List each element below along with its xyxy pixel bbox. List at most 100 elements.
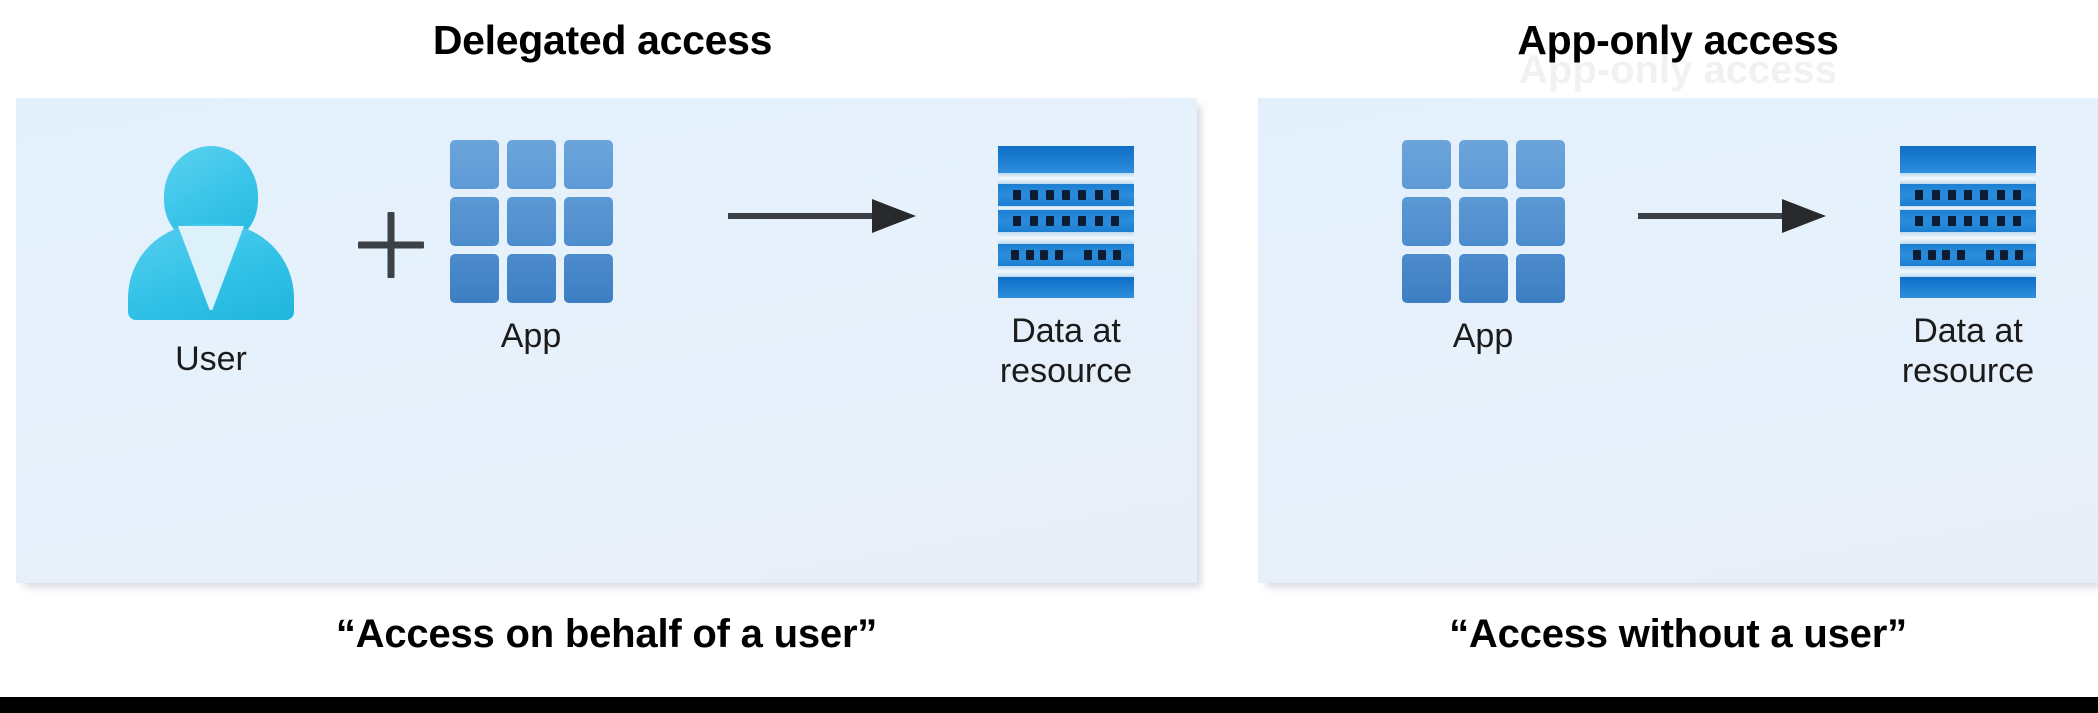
rack-unit-dot bbox=[1112, 250, 1121, 260]
rack-unit-dot bbox=[1956, 250, 1965, 260]
app-grid-cell bbox=[1458, 140, 1508, 189]
app-grid-cell bbox=[1401, 254, 1451, 303]
rack-unit-dot bbox=[1915, 216, 1924, 226]
rack-unit-dot bbox=[2012, 216, 2021, 226]
rack-band-units bbox=[998, 184, 1134, 206]
rack-unit-dot bbox=[1083, 250, 1092, 260]
app-grid-cell bbox=[506, 254, 556, 303]
panel-title-delegated: Delegated access bbox=[432, 17, 773, 63]
rack-unit-dot bbox=[1942, 250, 1951, 260]
rack-unit-dot bbox=[1054, 250, 1063, 260]
rack-unit-dot bbox=[1913, 250, 1922, 260]
rack-band-gap bbox=[998, 266, 1134, 277]
panel-delegated-access: User App bbox=[16, 98, 1197, 583]
server-rack-icon bbox=[998, 146, 1134, 298]
rack-unit-dot bbox=[1980, 216, 1989, 226]
caption-delegated-access: “Access on behalf of a user” bbox=[335, 612, 878, 656]
rack-unit-dot bbox=[1931, 190, 1940, 200]
rack-unit-dot bbox=[1964, 216, 1972, 226]
rack-unit-dot bbox=[1011, 250, 1020, 260]
rack-unit-dot bbox=[1927, 250, 1936, 260]
app-grid-cell bbox=[563, 140, 613, 189]
app-grid-cell bbox=[563, 254, 613, 303]
app-grid-cell bbox=[1458, 254, 1508, 303]
rack-unit-dot bbox=[2000, 250, 2009, 260]
arrow-right-icon bbox=[1636, 195, 1828, 237]
node-label-app: App bbox=[1452, 317, 1514, 355]
rack-band-gap bbox=[1900, 206, 2036, 210]
app-grid-cell bbox=[1515, 197, 1565, 246]
rack-unit-dot bbox=[1094, 190, 1103, 200]
rack-unit-dot bbox=[1931, 216, 1940, 226]
node-data: Data at resource bbox=[946, 146, 1186, 392]
node-data: Data at resource bbox=[1848, 146, 2088, 392]
bottom-black-bar bbox=[0, 697, 2098, 713]
panel-title-app-only: App-only access bbox=[1517, 17, 1839, 63]
rack-unit-dot bbox=[1062, 216, 1070, 226]
rack-unit-dot bbox=[1040, 250, 1049, 260]
rack-unit-dot bbox=[1078, 190, 1087, 200]
rack-unit-dot bbox=[1029, 216, 1038, 226]
rack-band-gap bbox=[998, 173, 1134, 184]
rack-band-units bbox=[998, 210, 1134, 232]
rack-band-gap bbox=[1900, 173, 2036, 184]
node-label-user: User bbox=[175, 340, 247, 378]
app-grid-cell bbox=[449, 254, 499, 303]
rack-unit-dot bbox=[1915, 190, 1924, 200]
app-grid-cell bbox=[1515, 254, 1565, 303]
rack-band-gap bbox=[998, 206, 1134, 210]
app-grid-cell bbox=[563, 197, 613, 246]
rack-unit-dot bbox=[1947, 216, 1956, 226]
app-grid-cell bbox=[449, 140, 499, 189]
server-rack-icon bbox=[1900, 146, 2036, 298]
node-app: App bbox=[1348, 140, 1618, 357]
rack-unit-dot bbox=[1013, 190, 1022, 200]
app-grid-cell bbox=[1515, 140, 1565, 189]
rack-unit-dot bbox=[2014, 250, 2023, 260]
node-user: User bbox=[76, 146, 346, 380]
rack-band-units bbox=[998, 244, 1134, 266]
node-label-data: Data at resource bbox=[999, 312, 1133, 390]
rack-band-units bbox=[1900, 184, 2036, 206]
app-grid-icon bbox=[1401, 140, 1565, 303]
arrow-right-icon bbox=[726, 195, 918, 237]
rack-unit-dot bbox=[1062, 190, 1070, 200]
app-grid-cell bbox=[449, 197, 499, 246]
rack-band-gap bbox=[1900, 266, 2036, 277]
rack-unit-dot bbox=[1098, 250, 1107, 260]
rack-band-solid bbox=[998, 146, 1134, 173]
rack-unit-dot bbox=[1996, 216, 2005, 226]
node-label-app: App bbox=[500, 317, 562, 355]
rack-unit-dot bbox=[1110, 216, 1119, 226]
rack-band-gap bbox=[1900, 232, 2036, 244]
app-grid-cell bbox=[1458, 197, 1508, 246]
rack-unit-dot bbox=[1078, 216, 1087, 226]
caption-app-only-access: “Access without a user” bbox=[1449, 612, 1907, 656]
node-label-data: Data at resource bbox=[1901, 312, 2035, 390]
rack-unit-dot bbox=[1045, 216, 1054, 226]
panel-app-only-access: App bbox=[1258, 98, 2098, 583]
rack-unit-dot bbox=[1013, 216, 1022, 226]
rack-band-gap bbox=[998, 232, 1134, 244]
user-icon bbox=[128, 146, 294, 326]
rack-unit-dot bbox=[1980, 190, 1989, 200]
rack-unit-dot bbox=[1045, 190, 1054, 200]
rack-unit-dot bbox=[2012, 190, 2021, 200]
rack-unit-dot bbox=[1094, 216, 1103, 226]
node-app: App bbox=[396, 140, 666, 357]
rack-band-solid bbox=[1900, 277, 2036, 298]
app-grid-cell bbox=[506, 140, 556, 189]
rack-unit-dot bbox=[1964, 190, 1972, 200]
rack-band-units bbox=[1900, 244, 2036, 266]
rack-unit-dot bbox=[1110, 190, 1119, 200]
rack-band-units bbox=[1900, 210, 2036, 232]
app-grid-cell bbox=[1401, 140, 1451, 189]
rack-band-solid bbox=[1900, 146, 2036, 173]
rack-band-solid bbox=[998, 277, 1134, 298]
rack-unit-dot bbox=[1025, 250, 1034, 260]
app-grid-cell bbox=[506, 197, 556, 246]
rack-unit-dot bbox=[1947, 190, 1956, 200]
rack-unit-dot bbox=[1029, 190, 1038, 200]
app-grid-icon bbox=[449, 140, 613, 303]
